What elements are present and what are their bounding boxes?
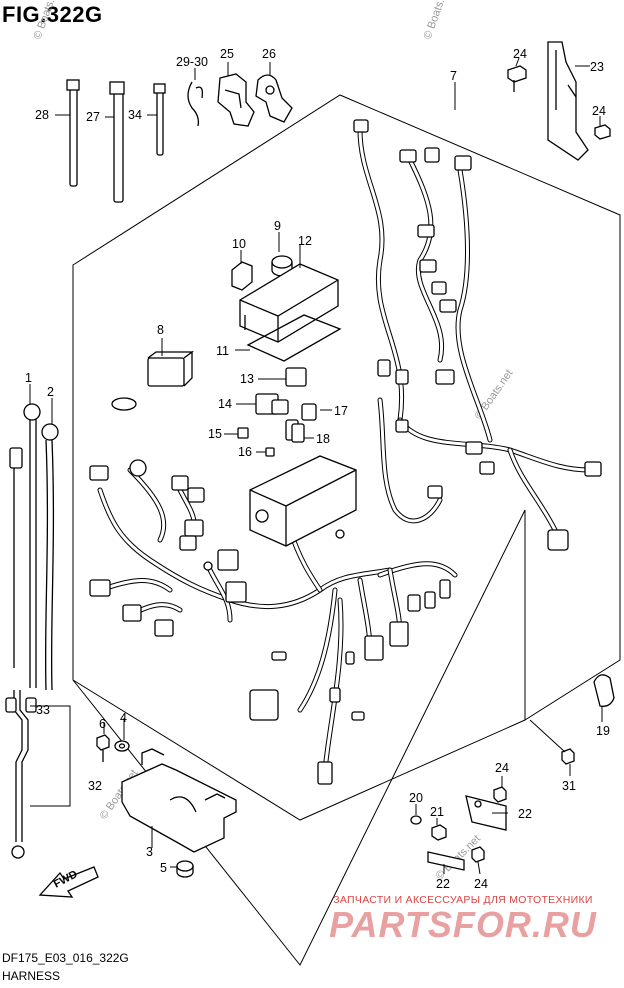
figure-title: FIG.322G (2, 2, 103, 27)
callout-4: 4 (120, 711, 127, 725)
connectors-lower (89, 459, 451, 785)
callout-34: 34 (128, 108, 142, 122)
connector-33 (5, 697, 37, 713)
cap-19 (593, 674, 615, 707)
cable-tie-28 (55, 79, 80, 187)
brand-logo: PARTSFOR.RU (329, 904, 597, 945)
callout-1: 1 (25, 371, 32, 385)
callout-8: 8 (157, 323, 164, 337)
callout-24-bottom: 24 (474, 877, 488, 891)
diagram-caption: HARNESS (2, 969, 61, 983)
clamp-25 (217, 73, 255, 127)
callout-7: 7 (450, 69, 457, 83)
leader-lines (29, 57, 603, 875)
callout-28: 28 (35, 108, 49, 122)
fuse-16 (265, 447, 275, 457)
callout-9: 9 (274, 219, 281, 233)
cable-tie-27 (105, 81, 125, 203)
callout-2: 2 (47, 385, 54, 399)
fuse-17 (301, 403, 317, 421)
relay-14 (255, 393, 289, 415)
callout-5: 5 (160, 861, 167, 875)
cover-3 (121, 748, 237, 853)
cable-tie-34 (147, 83, 166, 156)
callout-17: 17 (334, 404, 348, 418)
diagram-code: DF175_E03_016_322G (2, 951, 129, 965)
callout-32: 32 (88, 779, 102, 793)
bolt-24-right (594, 124, 611, 140)
connector-left (9, 447, 23, 668)
callout-24-right: 24 (592, 104, 606, 118)
washer-20 (410, 815, 422, 825)
callout-27: 27 (86, 110, 100, 124)
relay-8 (111, 350, 194, 411)
connectors-upper (353, 119, 602, 551)
callout-22-right: 22 (518, 807, 532, 821)
callout-labels: 1 2 3 4 5 6 7 8 9 10 11 12 13 14 15 16 1… (25, 47, 610, 891)
clamp-29-30 (187, 81, 204, 127)
nut-21 (431, 824, 447, 841)
fuse-18 (285, 419, 305, 443)
bolt-24-mid (493, 786, 507, 803)
fuse-box-cover (249, 455, 357, 547)
callout-19: 19 (596, 724, 610, 738)
bracket-lead-33-32 (30, 705, 71, 807)
callout-14: 14 (218, 397, 232, 411)
callout-11: 11 (216, 344, 229, 358)
callout-24-mid: 24 (495, 761, 509, 775)
bolt-24-top (507, 65, 527, 92)
callout-16: 16 (238, 445, 252, 459)
gasket-11 (246, 314, 342, 362)
callout-26: 26 (262, 47, 276, 61)
bracket-23 (547, 41, 589, 161)
holder-10 (231, 261, 253, 291)
brand-tagline: ЗАПЧАСТИ И АКСЕССУАРЫ ДЛЯ МОТОТЕХНИКИ (333, 894, 593, 906)
assembly-frame-lower (72, 679, 526, 821)
callout-25: 25 (220, 47, 234, 61)
fuse-15 (237, 427, 249, 439)
callout-21: 21 (430, 805, 444, 819)
callout-15: 15 (208, 427, 222, 441)
watermark-text: © Boats.net (422, 0, 453, 41)
cable-1 (23, 403, 41, 688)
callout-12: 12 (298, 234, 312, 248)
callout-6: 6 (99, 717, 106, 731)
callout-13: 13 (240, 372, 254, 386)
callout-29-30: 29-30 (176, 55, 208, 69)
callout-31: 31 (562, 779, 576, 793)
cable-32 (11, 690, 29, 859)
bracket-22-lower (427, 851, 465, 871)
bolt-6 (96, 734, 110, 762)
fuse-box-12 (239, 263, 339, 343)
washer-4 (114, 740, 130, 752)
watermark-text: © Boats.net (32, 0, 63, 41)
harness-branch-upper (357, 127, 593, 533)
callout-24-top: 24 (513, 47, 527, 61)
cable-2 (41, 423, 59, 691)
relay-13 (285, 367, 307, 387)
callout-22-bottom: 22 (436, 877, 450, 891)
callout-10: 10 (232, 237, 246, 251)
bracket-22-upper (465, 795, 507, 831)
bolt-24-bottom (471, 846, 485, 863)
callout-23: 23 (590, 60, 604, 74)
brand-block: ЗАПЧАСТИ И АКСЕССУАРЫ ДЛЯ МОТОТЕХНИКИ PA… (315, 894, 611, 944)
grommet-5 (176, 860, 194, 878)
callout-33: 33 (36, 703, 50, 717)
fwd-arrow: FWD (38, 866, 99, 898)
bolt-31 (561, 748, 575, 765)
assembly-frame (72, 94, 621, 966)
callout-18: 18 (316, 432, 330, 446)
callout-3: 3 (146, 845, 153, 859)
clamp-26 (255, 74, 293, 123)
callout-20: 20 (409, 791, 423, 805)
